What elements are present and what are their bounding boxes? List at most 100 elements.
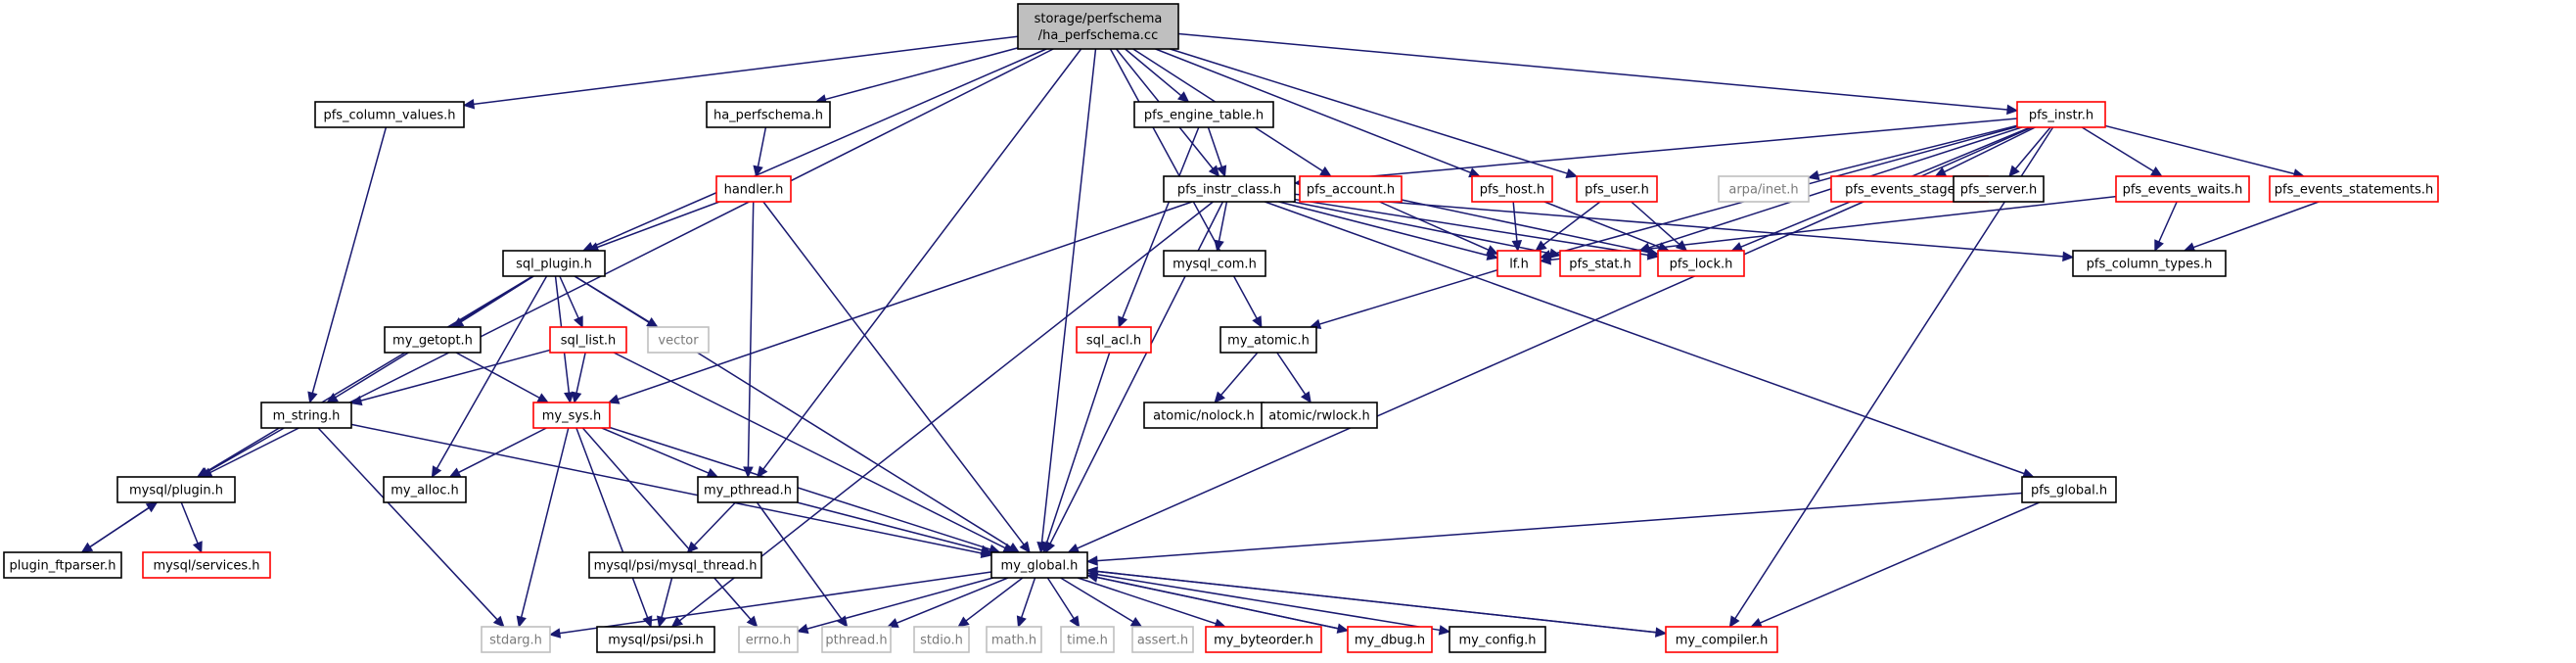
- node-plugin-ftparser[interactable]: plugin_ftparser.h: [3, 551, 122, 579]
- edge-pfs-global-to-my-compiler: [1750, 501, 2041, 628]
- node-label: pfs_instr_class.h: [1177, 183, 1281, 198]
- edge-line: [1125, 48, 1182, 97]
- node-box: [1261, 402, 1378, 429]
- node-label: pfs_host.h: [1480, 183, 1545, 198]
- node-time[interactable]: time.h: [1060, 626, 1115, 653]
- node-box: [1496, 250, 1541, 277]
- node-label: my_config.h: [1458, 634, 1536, 648]
- node-mysql-psi-psi[interactable]: mysql/psi/psi.h: [596, 626, 715, 653]
- node-label: pfs_user.h: [1585, 183, 1649, 198]
- node-vector[interactable]: vector: [647, 326, 710, 354]
- node-my-getopt[interactable]: my_getopt.h: [384, 326, 482, 354]
- edge-pfs-engine-table-to-sql-acl: [1118, 126, 1200, 329]
- edge-line: [1218, 201, 1228, 242]
- node-box: [1163, 250, 1266, 277]
- node-assert[interactable]: assert.h: [1131, 626, 1194, 653]
- node-m-string[interactable]: m_string.h: [260, 402, 352, 429]
- node-mysql-plugin[interactable]: mysql/plugin.h: [116, 476, 236, 503]
- node-my-atomic[interactable]: my_atomic.h: [1219, 326, 1317, 354]
- node-my-sys[interactable]: my_sys.h: [532, 402, 611, 429]
- node-my-compiler[interactable]: my_compiler.h: [1665, 626, 1778, 653]
- node-pfs-stat[interactable]: pfs_stat.h: [1559, 250, 1641, 277]
- node-ha-perfschema[interactable]: ha_perfschema.h: [706, 101, 831, 128]
- node-my-global[interactable]: my_global.h: [990, 551, 1088, 579]
- node-label: atomic/nolock.h: [1153, 409, 1255, 424]
- node-my-pthread[interactable]: my_pthread.h: [697, 476, 799, 503]
- edge-my-compiler-to-my-global: [1085, 566, 1667, 635]
- node-atomic-rwlock[interactable]: atomic/rwlock.h: [1261, 402, 1378, 429]
- node-mysql-com[interactable]: mysql_com.h: [1163, 250, 1266, 277]
- node-stdarg[interactable]: stdarg.h: [481, 626, 551, 653]
- edge-line: [1040, 48, 1097, 544]
- node-root[interactable]: storage/perfschema/ha_perfschema.cc: [1017, 3, 1179, 50]
- node-my-byteorder[interactable]: my_byteorder.h: [1205, 626, 1322, 653]
- node-pfs-column-types[interactable]: pfs_column_types.h: [2072, 250, 2227, 277]
- node-my-dbug[interactable]: my_dbug.h: [1347, 626, 1433, 653]
- node-math[interactable]: math.h: [986, 626, 1042, 653]
- edge-arrowhead: [192, 541, 203, 554]
- node-pfs-engine-table[interactable]: pfs_engine_table.h: [1133, 101, 1274, 128]
- edge-line: [1045, 352, 1111, 544]
- node-errno[interactable]: errno.h: [738, 626, 799, 653]
- edge-arrowhead: [571, 391, 582, 404]
- node-sql-list[interactable]: sql_list.h: [549, 326, 627, 354]
- node-box: [706, 101, 831, 128]
- edge-arrowhead: [2008, 165, 2020, 177]
- node-pthread[interactable]: pthread.h: [821, 626, 892, 653]
- node-label: sql_plugin.h: [516, 258, 592, 272]
- node-pfs-instr-class[interactable]: pfs_instr_class.h: [1163, 175, 1296, 203]
- node-box: [2115, 175, 2250, 203]
- node-lf[interactable]: lf.h: [1496, 250, 1541, 277]
- node-handler[interactable]: handler.h: [715, 175, 792, 203]
- node-box: [738, 626, 799, 653]
- node-pfs-global[interactable]: pfs_global.h: [2021, 476, 2117, 503]
- edge-line: [591, 48, 1047, 248]
- node-sql-acl[interactable]: sql_acl.h: [1076, 326, 1152, 354]
- edge-arrowhead: [2006, 104, 2019, 116]
- node-my-config[interactable]: my_config.h: [1449, 626, 1546, 653]
- edge-line: [1549, 195, 2117, 261]
- node-pfs-events-statements[interactable]: pfs_events_statements.h: [2269, 175, 2439, 203]
- edge-arrowhead: [1511, 240, 1523, 253]
- node-pfs-events-waits[interactable]: pfs_events_waits.h: [2115, 175, 2250, 203]
- edge-arrowhead: [1730, 242, 1744, 252]
- edge-line: [311, 126, 388, 394]
- node-box: [2016, 101, 2106, 128]
- node-pfs-host[interactable]: pfs_host.h: [1471, 175, 1553, 203]
- node-label: pfs_column_types.h: [2087, 258, 2213, 272]
- node-stdio[interactable]: stdio.h: [913, 626, 970, 653]
- edge-pfs-account-to-pfs-lock: [1401, 199, 1660, 258]
- edge-line: [1292, 201, 1551, 255]
- node-pfs-instr[interactable]: pfs_instr.h: [2016, 101, 2106, 128]
- edge-arrowhead: [607, 394, 621, 404]
- node-pfs-server[interactable]: pfs_server.h: [1953, 175, 2045, 203]
- node-mysql-psi-thread[interactable]: mysql/psi/mysql_thread.h: [588, 551, 762, 579]
- edge-line: [1220, 352, 1259, 396]
- node-my-alloc[interactable]: my_alloc.h: [383, 476, 467, 503]
- edge-line: [458, 427, 547, 474]
- node-label: mysql_com.h: [1173, 258, 1257, 272]
- node-pfs-lock[interactable]: pfs_lock.h: [1657, 250, 1745, 277]
- node-box: [990, 551, 1088, 579]
- node-arpa-inet[interactable]: arpa/inet.h: [1718, 175, 1810, 203]
- node-label: mysql/services.h: [153, 559, 259, 574]
- node-pfs-column-values[interactable]: pfs_column_values.h: [314, 101, 465, 128]
- node-atomic-nolock[interactable]: atomic/nolock.h: [1143, 402, 1265, 429]
- edge-line: [678, 201, 1214, 622]
- node-box: [2072, 250, 2227, 277]
- edge-my-global-to-errno: [796, 577, 993, 635]
- node-label: my_dbug.h: [1355, 634, 1425, 648]
- edge-line: [2158, 201, 2178, 243]
- node-pfs-account[interactable]: pfs_account.h: [1299, 175, 1403, 203]
- node-box: [1143, 402, 1265, 429]
- edge-arrowhead: [1217, 165, 1227, 178]
- node-box: [549, 326, 627, 354]
- node-sql-plugin[interactable]: sql_plugin.h: [502, 250, 606, 277]
- edge-my-global-to-math: [1016, 577, 1036, 629]
- node-pfs-user[interactable]: pfs_user.h: [1576, 175, 1658, 203]
- node-label: lf.h: [1509, 258, 1529, 272]
- edge-pfs-instr-class-to-mysql-com: [1214, 201, 1228, 253]
- node-box: [715, 175, 792, 203]
- node-box: [502, 250, 606, 277]
- node-mysql-services[interactable]: mysql/services.h: [142, 551, 271, 579]
